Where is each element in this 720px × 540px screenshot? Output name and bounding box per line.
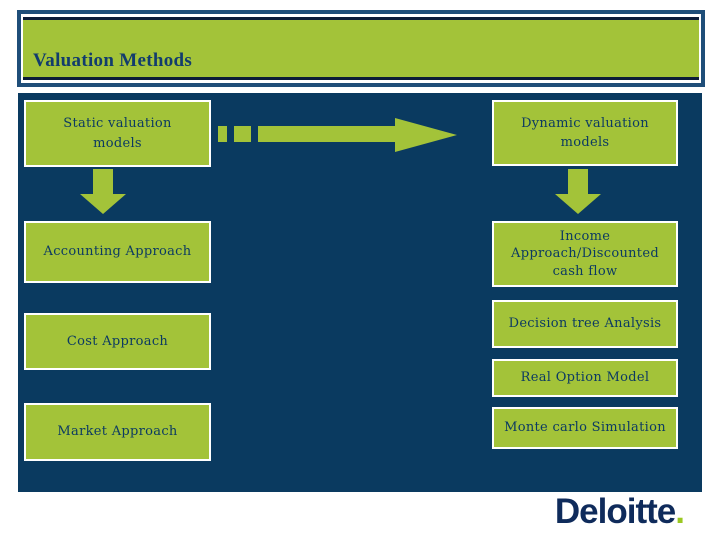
box-label-line: Dynamic valuation: [521, 115, 649, 131]
box-label-line: Decision tree Analysis: [508, 316, 662, 332]
title-bar: Valuation Methods: [17, 10, 705, 87]
box-label-line: Accounting Approach: [43, 244, 192, 260]
down-arrow-left-icon: [80, 169, 126, 214]
market-approach-box: Market Approach: [24, 403, 211, 461]
deloitte-logo: Deloitte.: [554, 492, 685, 532]
flow-arrow-right-icon: [218, 118, 457, 152]
title-bar-green-band: Valuation Methods: [23, 17, 699, 80]
box-label-line: models: [560, 135, 610, 150]
page-title: Valuation Methods: [33, 50, 193, 71]
box-label-line: Real Option Model: [520, 370, 650, 386]
box-label-line: Income: [559, 228, 611, 244]
box-label-line: Cost Approach: [66, 333, 169, 349]
accounting-approach-box: Accounting Approach: [24, 221, 211, 283]
box-label-line: cash flow: [552, 263, 618, 279]
box-label-line: models: [93, 135, 142, 151]
deloitte-logo-dot: .: [675, 492, 685, 531]
income-approach-box: Income Approach/Discounted cash flow: [492, 221, 678, 287]
static-valuation-models-box: Static valuation models: [24, 100, 211, 167]
box-label-line: Static valuation: [63, 116, 172, 131]
box-label-line: Market Approach: [57, 424, 178, 440]
box-label-line: Approach/Discounted: [511, 246, 659, 262]
cost-approach-box: Cost Approach: [24, 313, 211, 370]
deloitte-logo-text: Deloitte: [554, 492, 676, 531]
dynamic-valuation-models-box: Dynamic valuation models: [492, 100, 678, 166]
monte-carlo-simulation-box: Monte carlo Simulation: [492, 407, 678, 449]
decision-tree-analysis-box: Decision tree Analysis: [492, 300, 678, 348]
box-label-line: Monte carlo Simulation: [504, 420, 666, 436]
real-option-model-box: Real Option Model: [492, 359, 678, 397]
down-arrow-right-icon: [555, 169, 601, 214]
